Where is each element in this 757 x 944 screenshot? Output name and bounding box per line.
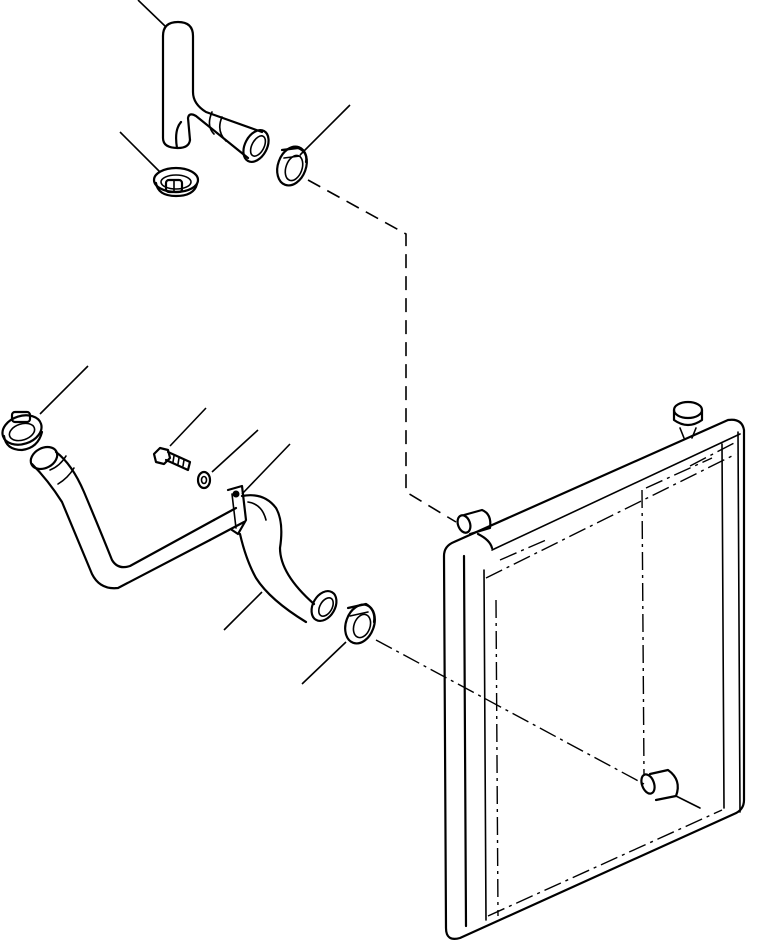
leader-line-upper-hose xyxy=(137,0,166,27)
leader-line-washer xyxy=(211,429,259,473)
upper-hose xyxy=(137,0,270,163)
leader-line-lower-hose xyxy=(223,591,263,631)
lower-hose-clamp-bottom xyxy=(301,602,376,685)
upper-hose-clamp-left xyxy=(119,131,200,198)
radiator xyxy=(442,400,746,940)
upper-hose-clamp-right xyxy=(276,104,351,187)
routing-line-upper xyxy=(307,179,457,523)
leader-line-clamp-lb xyxy=(301,641,347,685)
leader-line-clamp-ur xyxy=(299,104,351,156)
routing-line-lower xyxy=(375,639,645,785)
lower-hose xyxy=(223,494,338,631)
leader-line-bolt xyxy=(169,407,207,447)
lower-tube xyxy=(29,443,291,590)
leader-line-clamp-ll xyxy=(39,365,89,415)
leader-line-tube xyxy=(241,443,291,495)
washer xyxy=(196,429,259,490)
bolt xyxy=(152,407,207,472)
lower-hose-clamp-top xyxy=(1,365,89,452)
leader-line-clamp-ul xyxy=(119,131,161,173)
